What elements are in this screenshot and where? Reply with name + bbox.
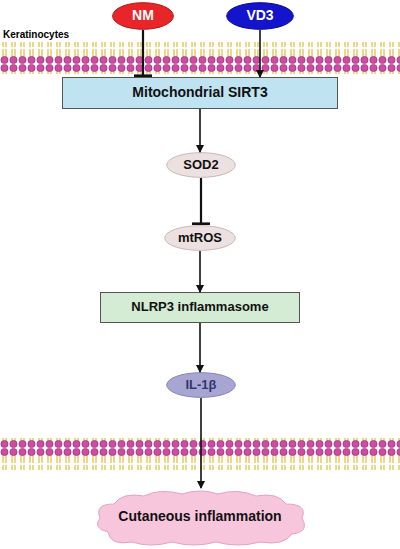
node-text: VD3 xyxy=(246,8,273,23)
connector xyxy=(201,398,202,488)
node-text: IL-1β xyxy=(185,378,216,392)
ellipse-fill xyxy=(227,3,294,30)
ellipse-fill xyxy=(165,226,236,251)
molecule-ellipse: IL-1β xyxy=(166,372,236,398)
node-text: NLRP3 inflammasome xyxy=(131,300,268,314)
drug-ellipse: NM xyxy=(112,2,174,30)
cell-label: Keratinocytes xyxy=(3,29,69,40)
molecule-ellipse: mtROS xyxy=(164,225,236,251)
connector-line xyxy=(142,30,144,77)
connector-line xyxy=(199,251,201,292)
process-box: NLRP3 inflammasome xyxy=(100,292,300,323)
connector xyxy=(260,30,261,77)
molecule-ellipse: SOD2 xyxy=(166,152,236,178)
connector-line xyxy=(199,323,201,372)
node-text: SOD2 xyxy=(183,158,218,172)
ellipse-fill xyxy=(113,3,174,30)
outcome-cloud: Cutaneous inflammation xyxy=(88,488,312,546)
connector xyxy=(200,251,201,292)
connector-line xyxy=(259,30,261,77)
process-box: Mitochondrial SIRT3 xyxy=(62,77,338,109)
cloud-fill xyxy=(97,491,304,545)
node-text: Mitochondrial SIRT3 xyxy=(132,85,267,100)
drug-ellipse: VD3 xyxy=(226,2,294,30)
node-text: Cutaneous inflammation xyxy=(118,509,281,524)
connector-line xyxy=(200,178,202,225)
cell-membrane-bottom xyxy=(0,438,400,470)
connector xyxy=(192,178,210,225)
node-text: mtROS xyxy=(178,231,222,245)
node-text: NM xyxy=(132,8,154,23)
ellipse-fill xyxy=(167,373,236,398)
ellipse-fill xyxy=(167,153,236,178)
connector xyxy=(134,30,152,77)
inhibition-bar xyxy=(192,222,210,225)
connector-line xyxy=(200,398,202,488)
connector xyxy=(200,109,201,152)
cell-membrane-top xyxy=(0,42,400,74)
connector-line xyxy=(199,109,201,152)
connector xyxy=(200,323,201,372)
